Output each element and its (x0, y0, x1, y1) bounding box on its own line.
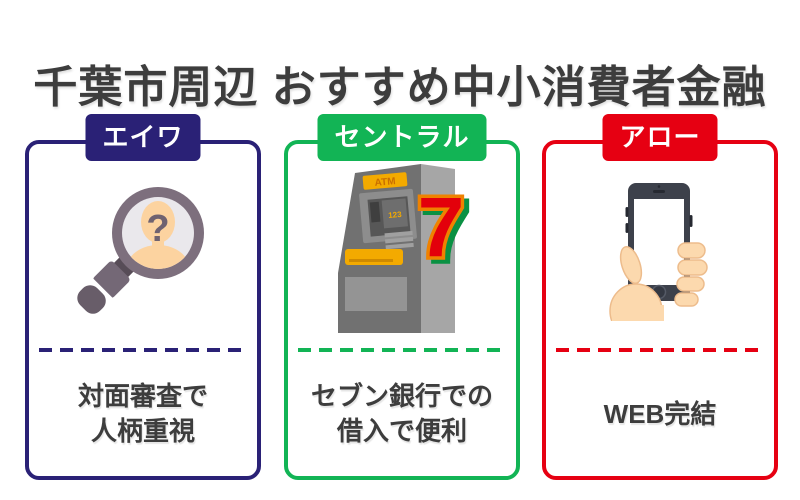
card-arrow: アロー WEB完結 (542, 114, 778, 480)
atm-sign-text: ATM (374, 176, 396, 189)
card-eiwa: エイワ ? 対面審査で 人柄重視 (25, 114, 261, 480)
description-line: 対面審査で (77, 381, 208, 411)
card-arrow-label: アロー (602, 114, 718, 161)
card-arrow-description: WEB完結 (546, 352, 774, 476)
card-central: セントラル ATM 123 (284, 114, 520, 480)
hand-smartphone-icon (608, 183, 708, 321)
card-central-description: セブン銀行での 借入で便利 (288, 352, 516, 476)
card-central-dashed-divider (298, 348, 506, 352)
atm-seven-bank-icon: ATM 123 7 7 (337, 164, 472, 333)
card-eiwa-description: 対面審査で 人柄重視 (29, 352, 257, 476)
card-arrow-icon-area (546, 144, 774, 348)
card-central-label: セントラル (317, 114, 487, 161)
seven-logo-shadow: 7 (422, 184, 469, 278)
question-mark-glyph: ? (146, 208, 169, 250)
magnifier-person-icon: ? (77, 187, 204, 314)
card-eiwa-icon-area: ? (29, 144, 257, 348)
page-title: 千葉市周辺 おすすめ中小消費者金融 (33, 63, 767, 113)
description-line: 人柄重視 (90, 416, 195, 446)
atm-screen-text: 123 (387, 210, 402, 220)
seven-logo: 7 (417, 180, 464, 274)
description-line: 借入で便利 (336, 416, 467, 446)
card-eiwa-label: エイワ (85, 114, 201, 161)
card-arrow-dashed-divider (556, 348, 764, 352)
card-eiwa-dashed-divider (39, 348, 247, 352)
description-line: WEB完結 (603, 398, 717, 429)
description-line: セブン銀行での (310, 381, 493, 411)
card-central-icon-area: ATM 123 7 7 (288, 144, 516, 348)
